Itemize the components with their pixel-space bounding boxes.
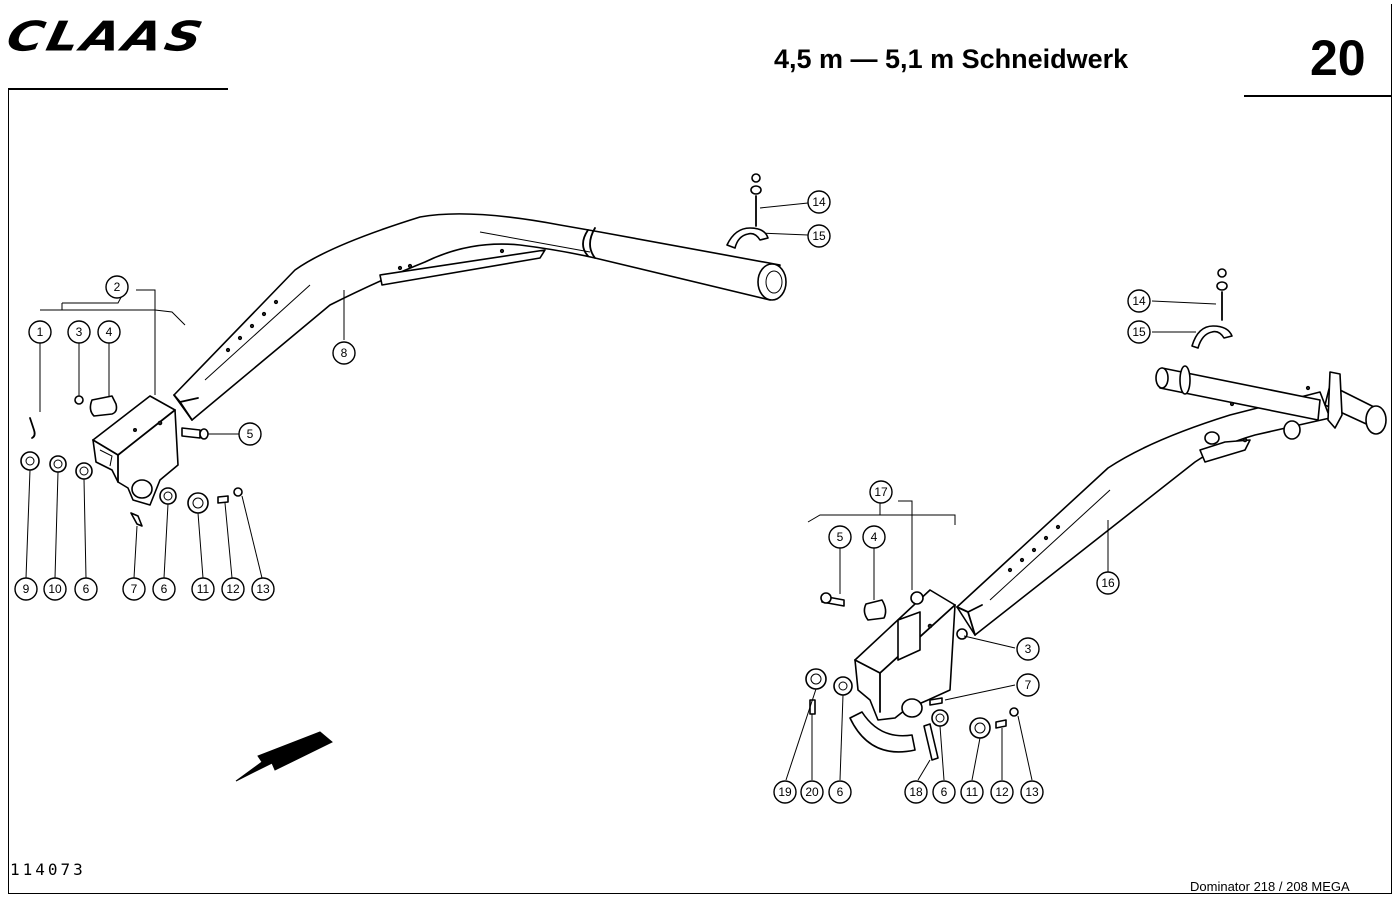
callout-right-5: 5 <box>828 525 852 549</box>
callout-right-20: 20 <box>800 780 824 804</box>
callout-left-4: 4 <box>97 320 121 344</box>
page-number: 20 <box>1310 30 1366 86</box>
svg-text:3: 3 <box>76 325 83 339</box>
model-label: Dominator 218 / 208 MEGA <box>1190 879 1350 894</box>
callout-left-6b: 6 <box>152 577 176 601</box>
right-callouts: 14 15 17 5 4 16 3 7 19 20 6 18 6 11 12 1… <box>773 289 1151 804</box>
svg-text:4: 4 <box>871 530 878 544</box>
svg-text:8: 8 <box>341 346 348 360</box>
svg-text:7: 7 <box>131 582 138 596</box>
svg-text:14: 14 <box>1132 294 1146 308</box>
right-leader-lines <box>785 300 1217 781</box>
callout-right-7: 7 <box>1016 673 1040 697</box>
callout-left-1: 1 <box>28 320 52 344</box>
svg-text:11: 11 <box>197 582 210 596</box>
svg-text:11: 11 <box>966 785 979 799</box>
right-tube-part-16 <box>956 365 1387 636</box>
left-callouts: 2 1 3 4 5 8 9 10 6 7 6 11 12 13 14 15 <box>14 190 831 601</box>
svg-text:16: 16 <box>1101 576 1115 590</box>
svg-text:6: 6 <box>83 582 90 596</box>
callout-right-6b: 6 <box>932 780 956 804</box>
callout-right-12: 12 <box>990 780 1014 804</box>
left-tube-part-8 <box>173 213 787 421</box>
svg-text:15: 15 <box>812 229 826 243</box>
callout-right-19: 19 <box>773 780 797 804</box>
svg-text:3: 3 <box>1025 642 1032 656</box>
callout-left-5: 5 <box>238 422 262 446</box>
svg-text:6: 6 <box>161 582 168 596</box>
frame-bottom <box>8 893 1392 894</box>
left-bracket-part-2 <box>92 395 179 506</box>
callout-right-11: 11 <box>960 780 984 804</box>
right-bracket-part-17 <box>849 589 956 753</box>
callout-left-2: 2 <box>105 275 129 299</box>
callout-right-15: 15 <box>1127 320 1151 344</box>
svg-text:13: 13 <box>1025 785 1039 799</box>
left-clamp-parts <box>726 173 769 249</box>
callout-right-6a: 6 <box>828 780 852 804</box>
callout-left-7: 7 <box>122 577 146 601</box>
page-title: 4,5 m — 5,1 m Schneidwerk <box>774 44 1129 74</box>
arrow-down-left-icon <box>235 731 333 782</box>
svg-text:17: 17 <box>874 485 888 499</box>
callout-right-4: 4 <box>862 525 886 549</box>
callout-left-11: 11 <box>191 577 215 601</box>
svg-text:1: 1 <box>37 325 44 339</box>
svg-text:20: 20 <box>805 785 819 799</box>
header-rule-right <box>1244 95 1392 97</box>
svg-text:7: 7 <box>1025 678 1032 692</box>
svg-text:12: 12 <box>226 582 240 596</box>
callout-left-3: 3 <box>67 320 91 344</box>
callout-right-3: 3 <box>1016 637 1040 661</box>
svg-text:18: 18 <box>909 785 923 799</box>
svg-text:4: 4 <box>106 325 113 339</box>
svg-text:13: 13 <box>256 582 270 596</box>
callout-left-10: 10 <box>43 577 67 601</box>
callout-right-17: 17 <box>869 480 893 504</box>
frame-right <box>1391 4 1392 894</box>
callout-left-8: 8 <box>332 341 356 365</box>
svg-text:5: 5 <box>247 427 254 441</box>
callout-left-14: 14 <box>807 190 831 214</box>
svg-text:9: 9 <box>23 582 30 596</box>
svg-text:10: 10 <box>48 582 62 596</box>
callout-left-12: 12 <box>221 577 245 601</box>
left-leader-lines <box>25 202 809 579</box>
callout-left-9: 9 <box>14 577 38 601</box>
callout-right-13: 13 <box>1020 780 1044 804</box>
callout-right-14: 14 <box>1127 289 1151 313</box>
callout-right-16: 16 <box>1096 571 1120 595</box>
svg-text:14: 14 <box>812 195 826 209</box>
callout-left-13: 13 <box>251 577 275 601</box>
callout-left-6a: 6 <box>74 577 98 601</box>
header-rule-left <box>8 88 228 90</box>
svg-text:19: 19 <box>778 785 792 799</box>
svg-text:12: 12 <box>995 785 1009 799</box>
svg-text:5: 5 <box>837 530 844 544</box>
svg-text:15: 15 <box>1132 325 1146 339</box>
frame-left <box>8 88 9 894</box>
svg-text:2: 2 <box>114 280 121 294</box>
drawing-number: 114073 <box>10 860 86 879</box>
svg-text:6: 6 <box>941 785 948 799</box>
right-clamp-parts <box>1191 268 1233 349</box>
callout-right-18: 18 <box>904 780 928 804</box>
callout-left-15: 15 <box>807 224 831 248</box>
svg-text:6: 6 <box>837 785 844 799</box>
